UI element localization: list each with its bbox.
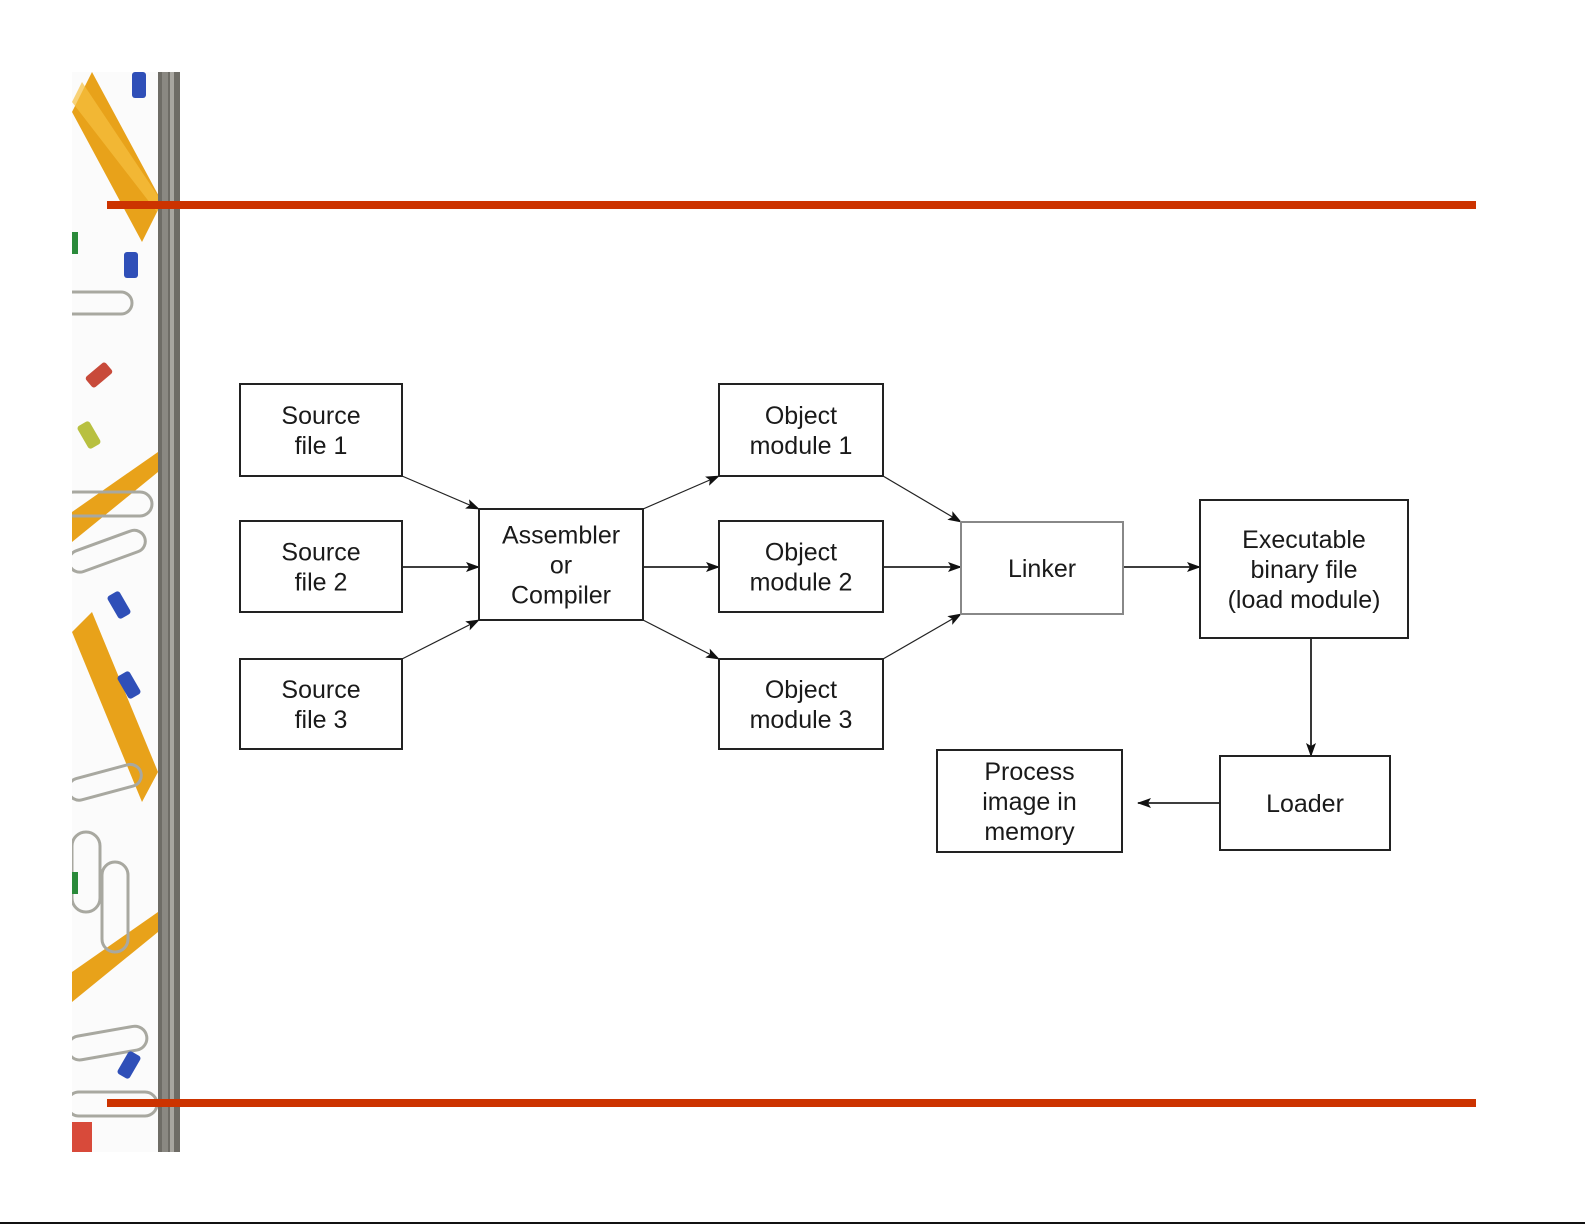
paperclip-icon: [72, 290, 159, 1118]
arrow-src1-to-asm: [401, 475, 480, 510]
pushpin-icon: [72, 232, 113, 1152]
node-label: Source: [281, 402, 360, 430]
pencil-icon: [72, 452, 158, 542]
node-box: [239, 658, 403, 750]
node-label: memory: [984, 818, 1075, 846]
node-box: [718, 383, 884, 477]
pencil-icon: [72, 612, 158, 802]
node-linker: Linker: [960, 521, 1124, 615]
sidebar-decoration: [72, 72, 180, 1152]
node-loader: Loader: [1219, 755, 1391, 851]
arrow-obj3-to-linker: [882, 613, 962, 660]
node-box: [239, 383, 403, 477]
node-label: Source: [281, 676, 360, 704]
node-box: [718, 520, 884, 613]
node-label: Linker: [1008, 555, 1076, 583]
node-label: file 1: [295, 432, 348, 460]
footer-rule: [107, 1099, 1476, 1107]
node-label: Compiler: [511, 582, 611, 610]
arrow-asm-to-obj3: [642, 619, 720, 660]
node-box: [718, 658, 884, 750]
node-box: [960, 521, 1124, 615]
title-rule: [107, 201, 1476, 209]
node-label: Executable: [1242, 526, 1366, 554]
node-label: file 2: [295, 569, 348, 597]
node-box: [936, 749, 1123, 853]
node-label: binary file: [1251, 556, 1358, 584]
arrow-src3-to-asm: [401, 619, 480, 660]
node-box: [1219, 755, 1391, 851]
pencil-icon: [72, 912, 158, 1002]
node-label: or: [550, 552, 572, 580]
node-label: Object: [765, 402, 837, 430]
node-label: Object: [765, 676, 837, 704]
node-label: Source: [281, 539, 360, 567]
node-label: Object: [765, 539, 837, 567]
pushpin-icon: [107, 72, 146, 1079]
sidebar-divider-bar: [158, 72, 180, 1152]
arrow-obj1-to-linker: [882, 475, 962, 523]
node-label: Process: [984, 758, 1074, 786]
node-label: (load module): [1228, 586, 1381, 614]
node-label: Assembler: [502, 522, 620, 550]
arrow-asm-to-obj1: [642, 475, 720, 510]
node-box: [478, 508, 644, 621]
node-label: module 2: [750, 569, 853, 597]
pencil-icon: [72, 72, 162, 242]
node-box: [1199, 499, 1409, 639]
node-box: [239, 520, 403, 613]
node-label: module 3: [750, 706, 853, 734]
node-label: Loader: [1266, 790, 1344, 818]
node-label: module 1: [750, 432, 853, 460]
bottom-edge-line: [0, 1222, 1585, 1224]
node-label: file 3: [295, 706, 348, 734]
node-label: image in: [982, 788, 1077, 816]
